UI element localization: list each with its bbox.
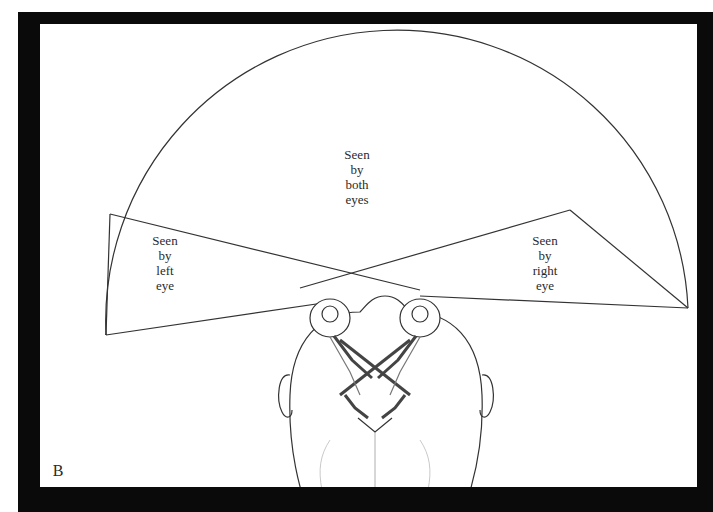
lens (412, 306, 428, 322)
optic-tract (345, 395, 368, 418)
crossing-fibres (340, 340, 410, 395)
field-label: Seen by right eye (531, 233, 558, 293)
nerve-sheath (390, 337, 420, 395)
optic-tract (382, 395, 405, 418)
ear (480, 375, 493, 417)
field-edge (300, 210, 570, 288)
optic-nerve (378, 336, 416, 378)
field-edge (106, 302, 330, 335)
lens (322, 306, 338, 322)
brainstem-outline (358, 418, 392, 432)
nerve-sheath (330, 337, 360, 395)
ear (279, 375, 292, 417)
brain-fold (320, 440, 330, 487)
crossing-fibres (340, 340, 410, 395)
field-label: Seen by both eyes (343, 147, 370, 207)
field-edge (420, 296, 688, 308)
panel-letter: B (52, 462, 65, 480)
optic-nerve (334, 336, 372, 378)
brain-fold (420, 440, 430, 487)
field-edge (570, 210, 688, 308)
left-eye (310, 299, 350, 337)
field-edge (106, 214, 110, 335)
head-outline (290, 296, 482, 487)
field-label: Seen by left eye (151, 233, 178, 293)
field-arc (106, 30, 688, 335)
right-eye (400, 299, 440, 337)
midline (375, 432, 376, 487)
